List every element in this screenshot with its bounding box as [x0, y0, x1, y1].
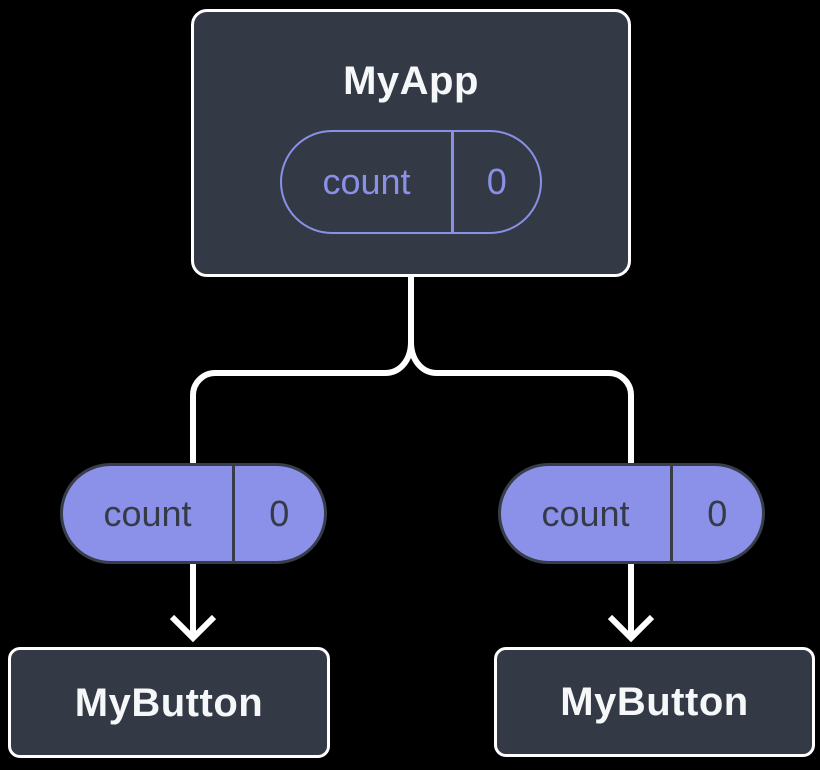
node-title: MyApp [343, 59, 479, 103]
node-title: MyButton [74, 680, 264, 725]
prop-label: count [103, 492, 192, 534]
prop-pill-left: count 0 [60, 463, 327, 564]
arrow-down-icon [607, 563, 655, 643]
mybutton-node-right: MyButton [494, 647, 815, 757]
prop-value: 0 [707, 492, 728, 534]
state-value: 0 [486, 161, 507, 202]
prop-value: 0 [269, 492, 290, 534]
arrow-down-icon [169, 563, 217, 643]
pill-divider [232, 466, 235, 561]
pill-divider [670, 466, 673, 561]
state-pill: count 0 [280, 130, 542, 234]
mybutton-node-left: MyButton [8, 647, 330, 758]
edge-root-to-left-pill [190, 276, 414, 463]
pill-divider [451, 132, 454, 232]
myapp-node: MyApp count 0 [191, 9, 631, 277]
prop-pill-right: count 0 [498, 463, 765, 564]
prop-label: count [541, 492, 630, 534]
state-label: count [322, 161, 411, 202]
edge-root-to-right-pill [408, 276, 634, 463]
node-title: MyButton [560, 680, 749, 724]
